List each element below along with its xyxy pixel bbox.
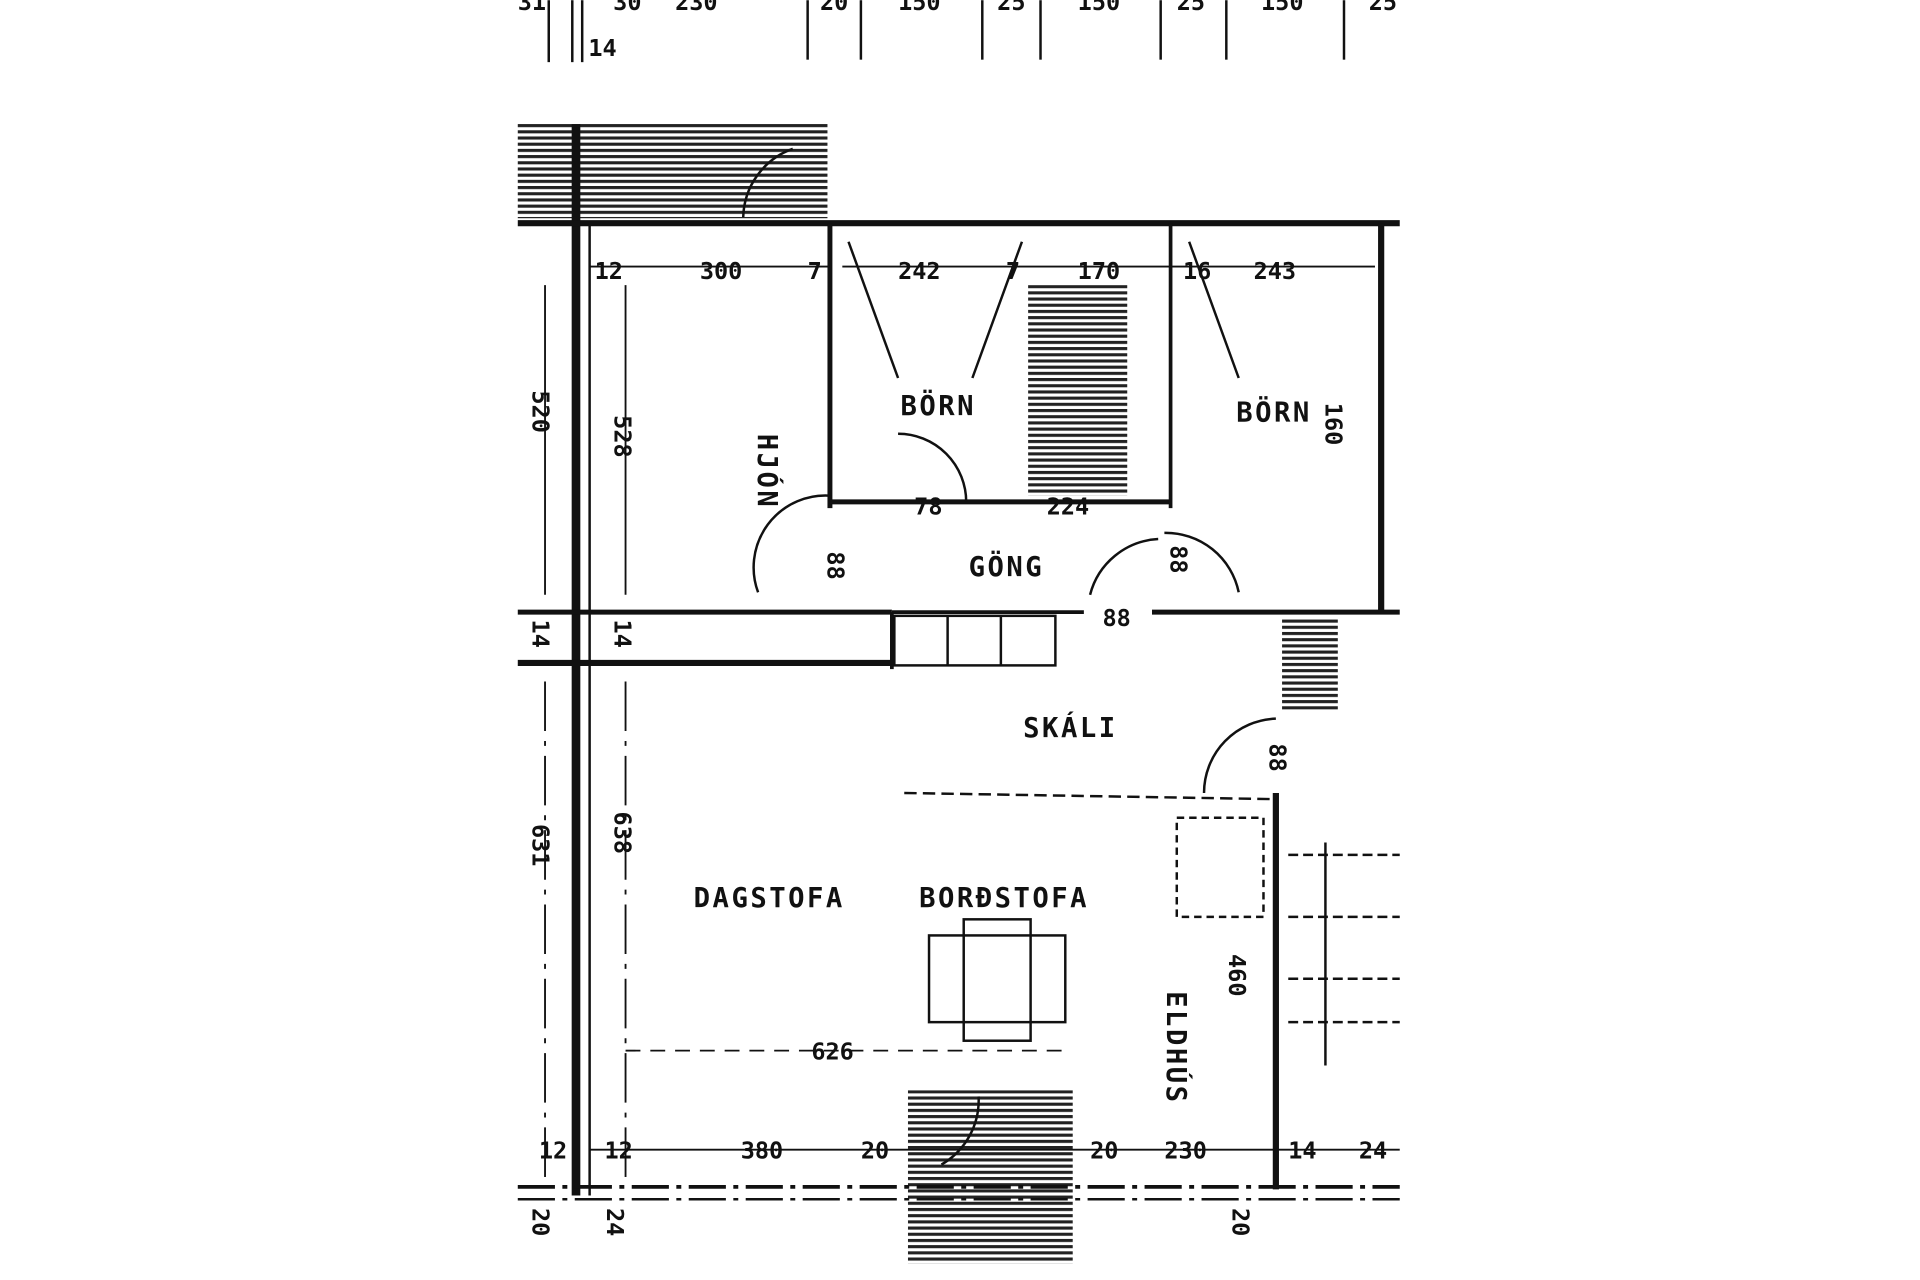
svg-text:626: 626 (811, 1037, 853, 1065)
svg-text:380: 380 (741, 1136, 783, 1164)
svg-text:300: 300 (700, 257, 742, 285)
svg-text:20: 20 (1227, 1208, 1255, 1236)
svg-text:243: 243 (1254, 257, 1296, 285)
svg-text:88: 88 (1102, 604, 1130, 632)
svg-text:16: 16 (1183, 257, 1211, 285)
svg-text:170: 170 (1078, 257, 1120, 285)
room-bordstofa: BORÐSTOFA (919, 883, 1089, 914)
svg-text:12: 12 (539, 1136, 567, 1164)
svg-text:12: 12 (604, 1136, 632, 1164)
svg-text:14: 14 (1288, 1136, 1316, 1164)
svg-text:20: 20 (820, 0, 848, 16)
walls (517, 124, 1400, 1201)
svg-text:230: 230 (675, 0, 717, 16)
svg-text:14: 14 (608, 620, 636, 648)
svg-text:14: 14 (588, 34, 616, 62)
svg-text:88: 88 (821, 551, 849, 579)
svg-text:150: 150 (1261, 0, 1303, 16)
svg-text:20: 20 (1090, 1136, 1118, 1164)
room-labels: HJÓN BÖRN BÖRN GÖNG SKÁLI DAGSTOFA BORÐS… (694, 389, 1312, 1104)
svg-text:20: 20 (861, 1136, 889, 1164)
room-dagstofa: DAGSTOFA (694, 883, 845, 914)
room-gong: GÖNG (969, 550, 1045, 583)
svg-text:25: 25 (1369, 0, 1397, 16)
svg-text:12: 12 (595, 257, 623, 285)
balcony-top (517, 121, 828, 219)
bathroom-tiles (1028, 285, 1128, 496)
svg-text:224: 224 (1047, 492, 1089, 520)
svg-text:7: 7 (808, 257, 822, 285)
room-hjon: HJÓN (751, 434, 783, 510)
stair-small (1282, 617, 1338, 710)
room-born-2: BÖRN (1236, 395, 1312, 428)
svg-text:150: 150 (898, 0, 940, 16)
svg-text:14: 14 (527, 620, 555, 648)
svg-text:7: 7 (1006, 257, 1020, 285)
dimension-labels: 12 300 7 242 7 170 16 243 520 528 14 14 … (527, 257, 1388, 1236)
svg-text:242: 242 (898, 257, 940, 285)
svg-text:24: 24 (1359, 1136, 1387, 1164)
svg-text:30: 30 (613, 0, 641, 16)
room-skali: SKÁLI (1023, 712, 1117, 744)
entrance-steps (907, 1090, 1073, 1264)
svg-text:150: 150 (1078, 0, 1120, 16)
top-dimension-labels: 31 14 30 230 20 150 25 150 25 150 25 (518, 0, 1397, 62)
room-eldhus: ELDHÚS (1160, 991, 1192, 1104)
svg-text:88: 88 (1264, 743, 1292, 771)
svg-text:24: 24 (601, 1208, 629, 1236)
svg-text:31: 31 (518, 0, 546, 16)
svg-text:78: 78 (914, 492, 942, 520)
top-dimension-ticks (547, 0, 1346, 63)
svg-text:25: 25 (1177, 0, 1205, 16)
svg-text:638: 638 (608, 812, 636, 854)
svg-text:25: 25 (997, 0, 1025, 16)
svg-text:20: 20 (527, 1208, 555, 1236)
svg-text:631: 631 (527, 824, 555, 866)
svg-text:520: 520 (527, 390, 555, 432)
svg-text:460: 460 (1223, 954, 1251, 996)
svg-text:528: 528 (608, 415, 636, 457)
svg-text:88: 88 (1165, 545, 1193, 573)
room-born-1: BÖRN (901, 389, 977, 422)
svg-text:230: 230 (1164, 1136, 1206, 1164)
svg-text:160: 160 (1319, 403, 1347, 445)
